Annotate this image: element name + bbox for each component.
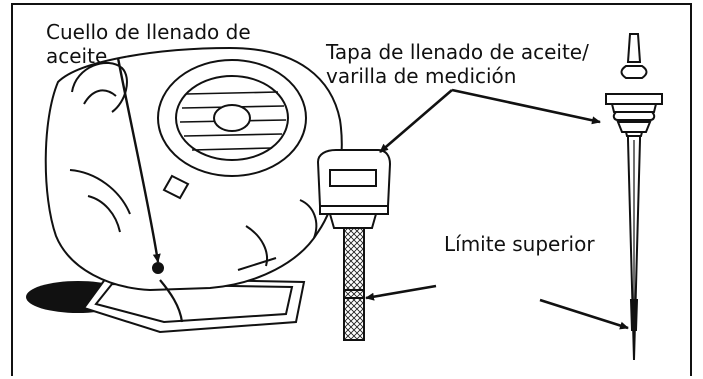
pointer-line-upper-limit-cap — [365, 284, 437, 301]
figure-frame — [11, 3, 692, 376]
pointer-line-cap — [379, 89, 453, 153]
engine-illustration — [26, 46, 343, 334]
pointer-line-upper-limit-dipstick — [539, 298, 629, 330]
dipstick-illustration — [605, 33, 663, 361]
oil-fill-cap-dipstick-label: Tapa de llenado de aceite/ varilla de me… — [326, 40, 589, 88]
oil-fill-neck-label: Cuello de llenado de aceite — [46, 20, 251, 68]
pointer-line-dipstick — [451, 88, 601, 125]
pointer-line-neck — [116, 57, 161, 263]
upper-limit-label: Límite superior — [444, 232, 595, 256]
fill-cap-illustration — [316, 149, 392, 341]
